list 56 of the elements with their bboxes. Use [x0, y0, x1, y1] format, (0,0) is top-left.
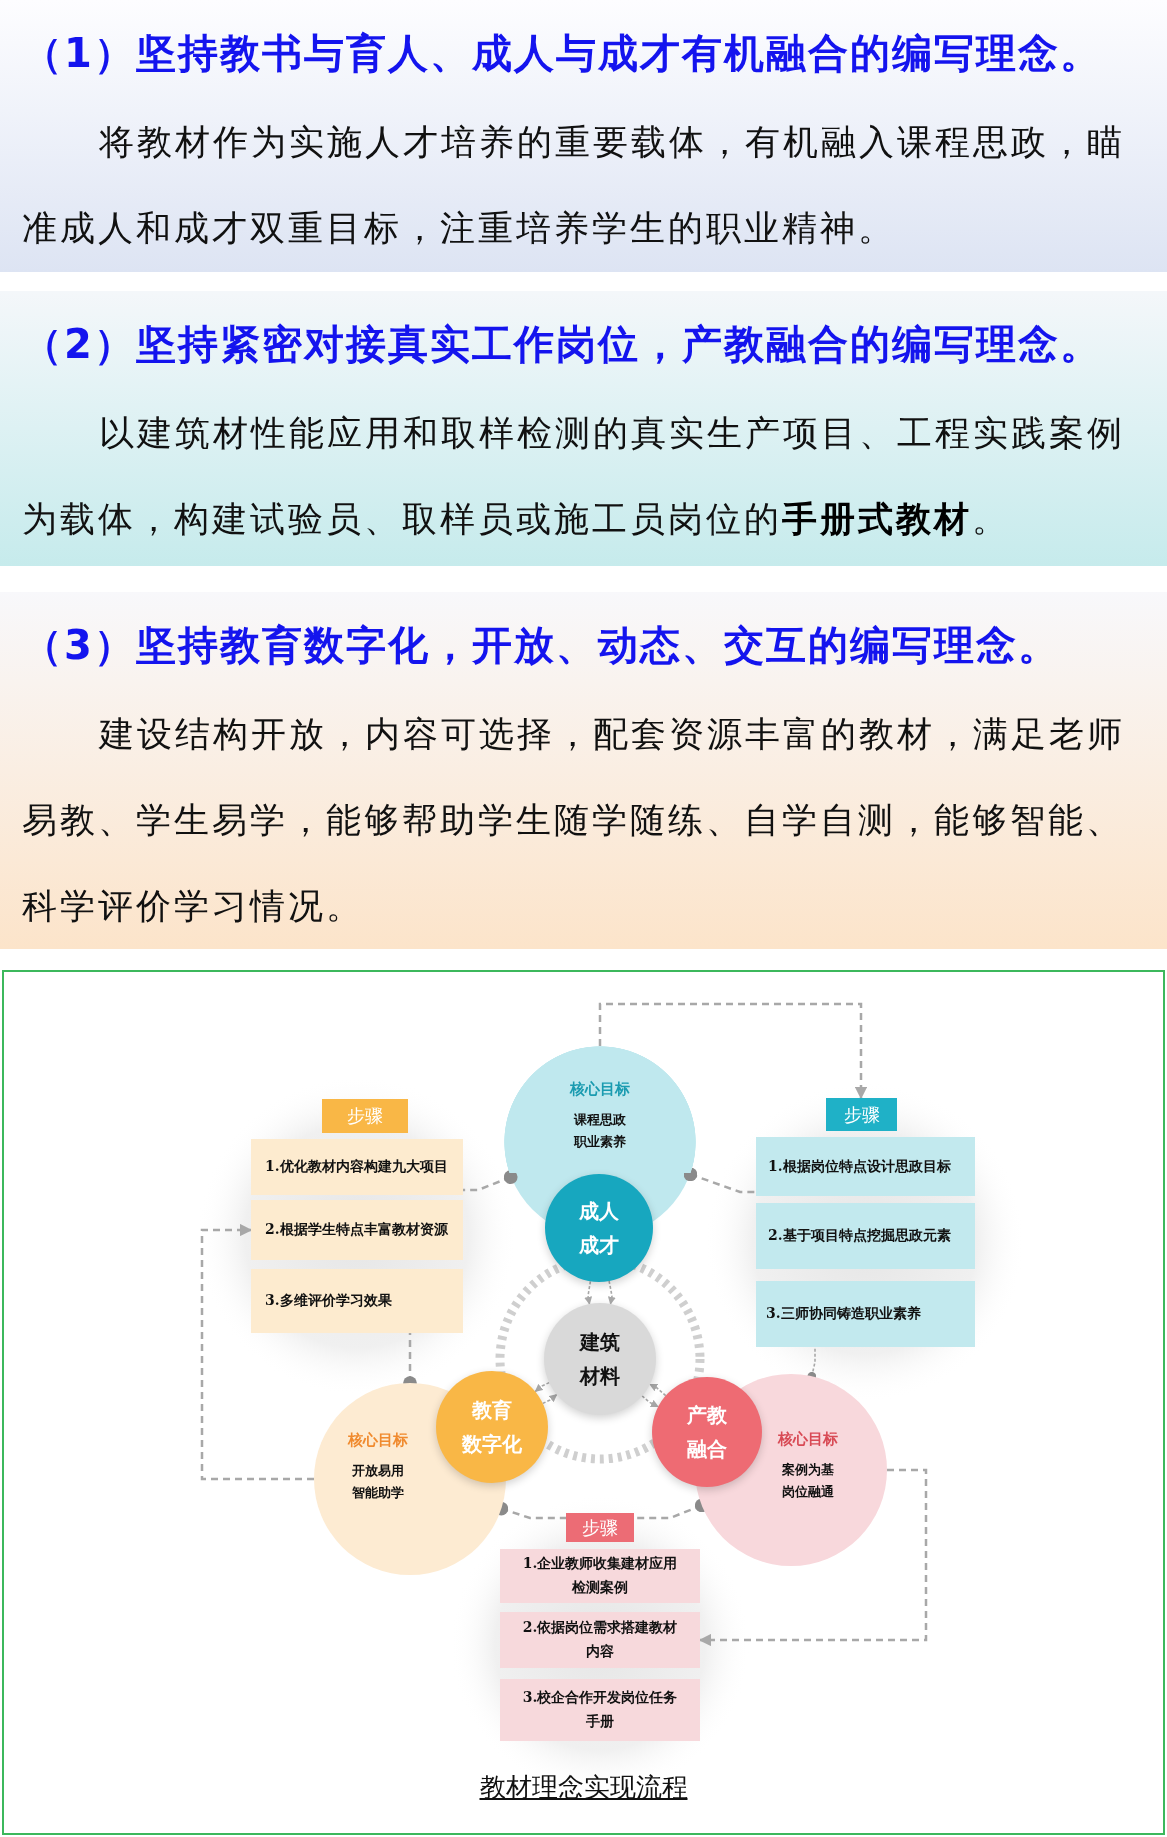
connector [649, 1383, 667, 1397]
connector [641, 1395, 659, 1408]
circle-text: 课程思政职业素养 [574, 1111, 626, 1152]
circle-label: 建筑材料 [580, 1329, 620, 1390]
step-tag [826, 1098, 897, 1131]
concept-circle [544, 1303, 656, 1415]
panel-heading: （1）坚持教书与育人、成人与成才有机融合的编写理念。 [22, 29, 1103, 78]
connector [200, 1223, 314, 1481]
circle-text: 案例为基岗位融通 [782, 1461, 834, 1502]
tag-label: 步骤 [843, 1102, 880, 1127]
step-box [756, 1137, 975, 1196]
concept-circle [652, 1377, 762, 1487]
circle-label: 成人成才 [579, 1198, 619, 1259]
panel-paragraph: 以建筑材性能应用和取样检测的真实生产项目、工程实践案例为载体，构建试验员、取样员或施工员岗位的手册式教材。 [22, 412, 1126, 541]
step-box [756, 1203, 975, 1269]
connector [542, 1393, 558, 1405]
step-text: 1.优化教材内容构建九大项目 [265, 1157, 448, 1177]
text-panel [0, 291, 1167, 566]
circle-heading: 核心目标 [348, 1431, 408, 1450]
step-tag [566, 1513, 634, 1542]
connector [534, 1381, 550, 1393]
step-text: 1.根据岗位特点设计思政目标 [768, 1156, 951, 1176]
circle-label: 教育数字化 [462, 1397, 522, 1458]
concept-circle [436, 1371, 548, 1483]
circle-heading: 核心目标 [778, 1430, 838, 1449]
step-text: 3.多维评价学习效果 [265, 1291, 392, 1311]
step-text: 3.校企合作开发岗位任务手册 [522, 1688, 678, 1731]
panel-heading: （3）坚持教育数字化，开放、动态、交互的编写理念。 [22, 621, 1061, 670]
step-text: 2.依据岗位需求搭建教材内容 [522, 1618, 678, 1661]
connector [607, 1280, 616, 1305]
connector [584, 1280, 593, 1305]
step-box [500, 1549, 700, 1603]
connector [598, 1002, 868, 1100]
step-box [500, 1612, 700, 1668]
step-text: 2.根据学生特点丰富教材资源 [265, 1220, 448, 1240]
step-box [756, 1281, 975, 1347]
step-text: 3.三师协同铸造职业素养 [766, 1304, 921, 1324]
figure-caption: 教材理念实现流程 [479, 1772, 688, 1802]
text-panel [0, 592, 1167, 949]
step-box [500, 1679, 700, 1741]
circle-heading: 核心目标 [570, 1080, 630, 1099]
step-text: 2.基于项目特点挖掘思政元素 [768, 1226, 951, 1246]
panel-heading: （2）坚持紧密对接真实工作岗位，产教融合的编写理念。 [22, 320, 1103, 369]
panel-paragraph: 建设结构开放，内容可选择，配套资源丰富的教材，满足老师易教、学生易学，能够帮助学生随学随练、自学自测，能够智能、科学评价学习情况。 [22, 713, 1126, 928]
connector [463, 1170, 518, 1192]
step-text: 1.企业教师收集建材应用检测案例 [522, 1554, 678, 1597]
circle-label: 产教融合 [687, 1402, 727, 1463]
panel-paragraph: 将教材作为实施人才培养的重要载体，有机融入课程思政，瞄准成人和成才双重目标，注重培养学生的职业精神。 [22, 121, 1126, 250]
step-box [251, 1269, 463, 1333]
tag-label: 步骤 [347, 1104, 383, 1128]
step-box [251, 1139, 463, 1195]
connector [683, 1167, 756, 1194]
step-box [251, 1200, 463, 1260]
step-tag [322, 1099, 408, 1133]
circle-text: 开放易用智能助学 [352, 1462, 404, 1503]
tag-label: 步骤 [582, 1515, 618, 1540]
